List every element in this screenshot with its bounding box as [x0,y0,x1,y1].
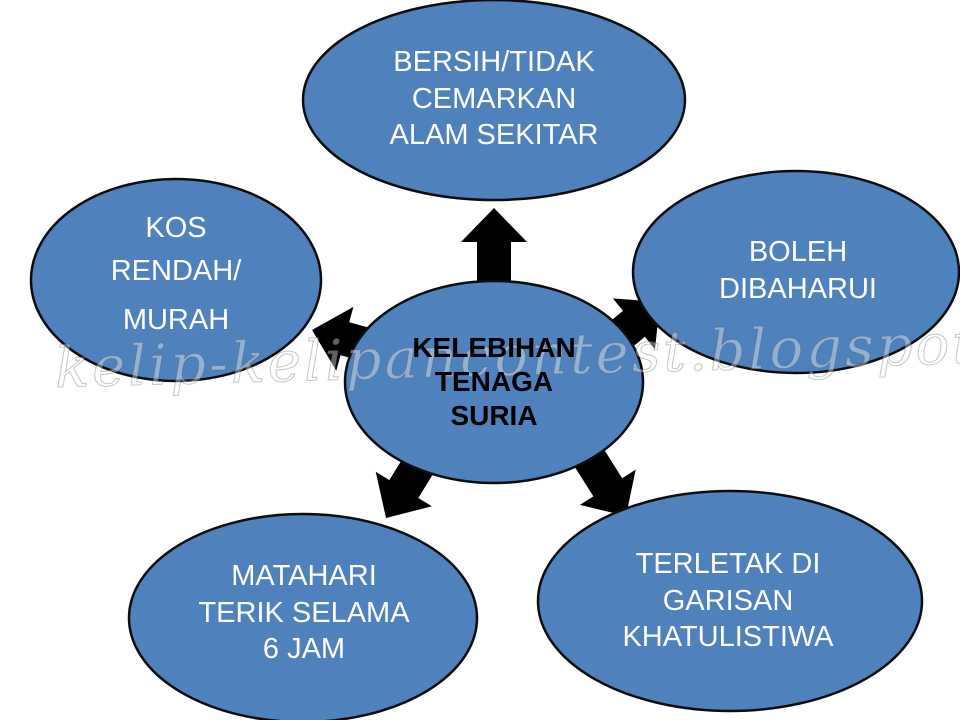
node-bottom-right-ellipse [536,489,924,713]
node-right-ellipse [631,169,960,375]
arrow-to-top [461,208,527,300]
arrow-to-bottom-left [375,457,433,518]
node-left-ellipse [29,177,323,383]
node-bottom-left-ellipse [127,512,479,720]
center-ellipse [343,279,645,485]
node-top-ellipse [301,0,687,202]
arrow-to-bottom-right [573,446,636,516]
